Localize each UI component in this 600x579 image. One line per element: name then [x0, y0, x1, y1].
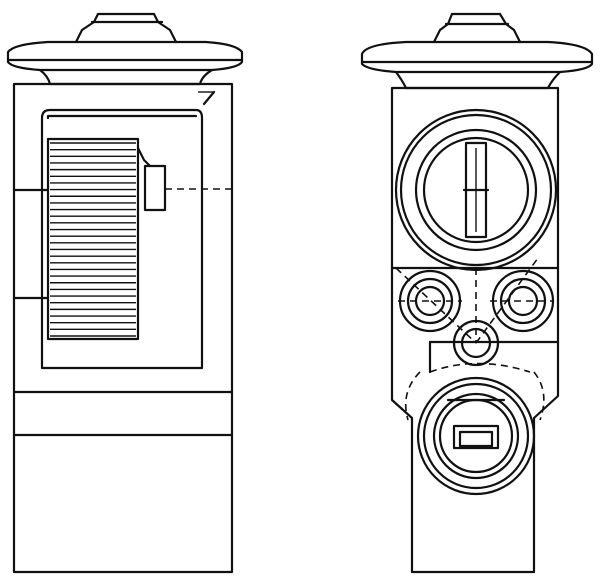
side-view-body — [12, 82, 234, 574]
front-view-bottom-port — [416, 376, 536, 496]
front-view — [360, 12, 594, 574]
side-view-cap — [6, 12, 244, 86]
front-view-hidden-lines — [395, 257, 554, 421]
front-view-main-port — [394, 108, 558, 272]
side-view-sensor — [136, 146, 232, 212]
front-view-cap — [360, 12, 594, 90]
front-view-body — [390, 86, 560, 574]
side-view — [6, 12, 244, 574]
side-view-fin-stack — [46, 137, 140, 341]
